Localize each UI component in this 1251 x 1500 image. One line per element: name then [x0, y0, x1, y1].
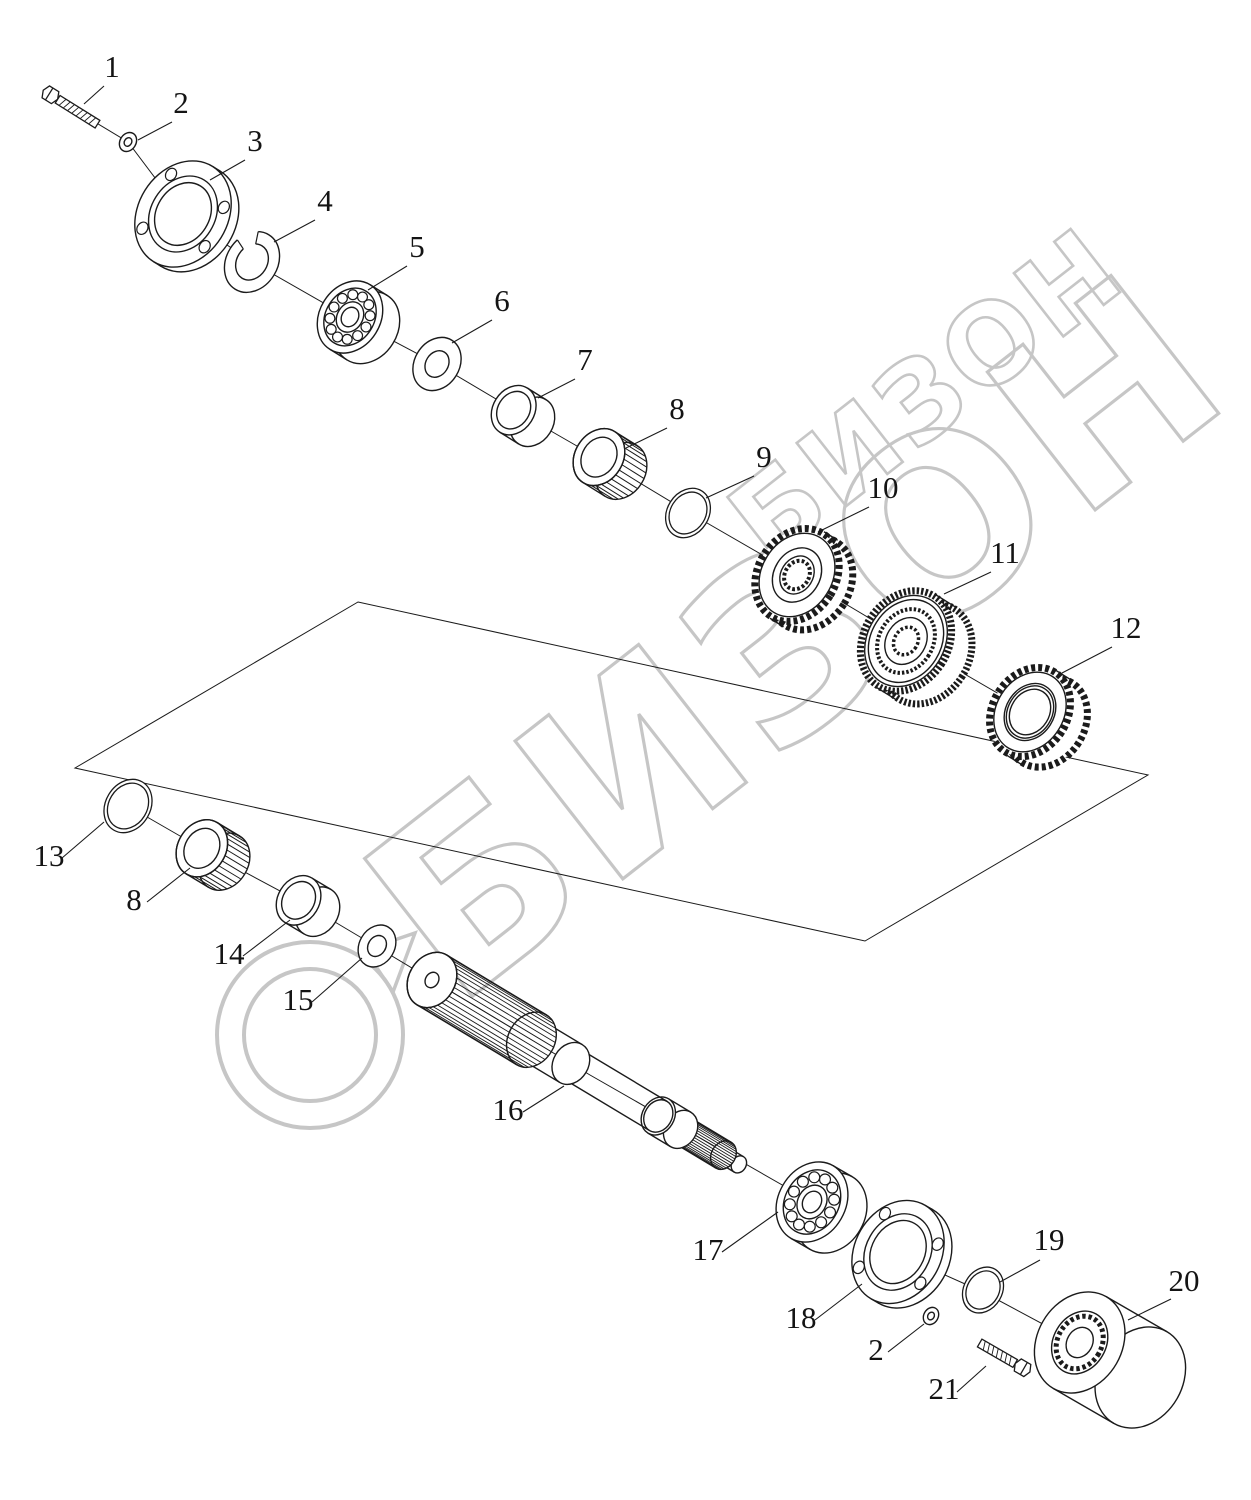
callout-number: 15	[283, 982, 314, 1017]
needle-bearing-8b	[175, 819, 251, 891]
part-callout: 20	[1127, 1263, 1200, 1321]
coupling-20	[1033, 1291, 1187, 1429]
needle-bearing-8	[572, 427, 648, 501]
part-callout: 15	[283, 957, 363, 1017]
washer-2b	[922, 1306, 940, 1326]
section-plane-outline	[73, 601, 1150, 942]
part-callout: 13	[34, 821, 105, 873]
callout-number: 16	[493, 1092, 524, 1127]
bolt-21-body	[976, 1338, 1032, 1378]
watermark-logo-ring-inner-icon	[242, 967, 378, 1103]
part-callout: 8	[126, 867, 191, 917]
part-callout: 2	[137, 85, 189, 141]
part-callout: 19	[999, 1222, 1065, 1283]
callout-number: 10	[868, 470, 899, 505]
bearing-cover-3	[134, 160, 240, 273]
snap-ring-13	[103, 778, 153, 834]
callout-number: 17	[693, 1232, 724, 1267]
watermark-logo-ring-icon	[215, 940, 405, 1130]
bearing-cover-18	[851, 1199, 953, 1309]
callout-number: 3	[247, 123, 263, 158]
synchronizer-hub-11	[856, 587, 976, 708]
thrust-washer-15	[357, 924, 397, 968]
callout-number: 19	[1034, 1222, 1065, 1257]
washer-2	[118, 131, 138, 153]
bushing-14	[275, 874, 341, 938]
callout-number: 6	[494, 283, 510, 318]
callout-number: 7	[577, 342, 593, 377]
part-callout: 10	[817, 470, 899, 533]
callout-number: 14	[214, 936, 246, 971]
callout-number: 21	[929, 1371, 960, 1406]
callout-number: 18	[786, 1300, 817, 1335]
callout-number: 2	[173, 85, 189, 120]
callout-number: 13	[34, 838, 65, 873]
bushing-7	[490, 384, 556, 448]
callout-number: 1	[104, 49, 120, 84]
part-callout: 11	[943, 535, 1020, 595]
callout-number: 2	[868, 1332, 884, 1367]
ball-bearing-5	[316, 280, 401, 365]
callout-number: 5	[409, 229, 425, 264]
callout-number: 20	[1169, 1263, 1200, 1298]
callout-number: 12	[1111, 610, 1142, 645]
callout-number: 8	[669, 391, 685, 426]
ball-bearing-17	[775, 1161, 868, 1254]
part-callout: 14	[214, 919, 291, 971]
part-callout: 5	[367, 229, 425, 291]
part-callout: 9	[705, 439, 772, 499]
part-callout: 18	[786, 1283, 863, 1335]
shaft-16	[406, 951, 748, 1174]
bolt-1-body	[41, 85, 101, 129]
bolt-21	[976, 1338, 1032, 1378]
callout-number: 9	[756, 439, 772, 474]
parts-layer	[41, 85, 1187, 1429]
part-callout: 6	[451, 283, 510, 344]
part-callout: 1	[83, 49, 120, 105]
part-callout: 8	[625, 391, 685, 449]
gear-10	[751, 525, 857, 634]
bolt-1	[41, 85, 101, 129]
part-callout: 21	[929, 1365, 987, 1406]
snap-ring-19	[961, 1266, 1005, 1314]
snap-ring-9	[664, 487, 712, 539]
part-callout: 12	[1061, 610, 1142, 674]
part-callout: 3	[209, 123, 263, 181]
gear-12	[986, 663, 1091, 771]
lock-plate-4	[223, 226, 281, 294]
part-callout: 17	[693, 1211, 779, 1267]
callout-number: 11	[990, 535, 1020, 570]
part-callout: 4	[273, 183, 333, 243]
part-callout: 16	[493, 1085, 565, 1127]
callout-number: 8	[126, 882, 142, 917]
part-callout: 7	[537, 342, 593, 399]
washer-6	[412, 336, 462, 392]
part-callout: 2	[868, 1323, 925, 1367]
callout-number: 4	[317, 183, 333, 218]
